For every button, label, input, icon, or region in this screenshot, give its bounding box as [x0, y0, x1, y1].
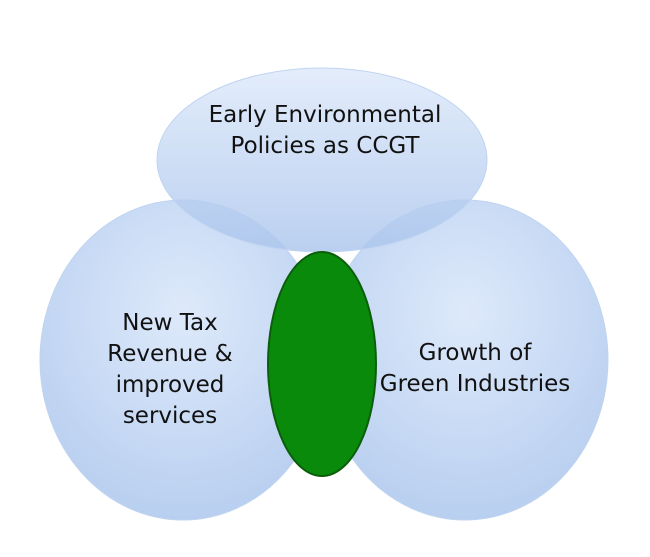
- left-circle-label-line: improved: [115, 372, 225, 398]
- top-circle-label-line: Policies as CCGT: [230, 133, 420, 159]
- left-circle-label-line: services: [122, 403, 218, 429]
- right-circle-label-line: Green Industries: [379, 371, 571, 397]
- left-circle-label: New Tax Revenue & improved services: [75, 308, 265, 432]
- left-circle-label-line: Revenue &: [107, 341, 233, 367]
- top-circle-label: Early Environmental Policies as CCGT: [160, 100, 490, 162]
- top-circle-label-line: Early Environmental: [208, 102, 442, 128]
- right-circle-label-line: Growth of: [418, 340, 532, 366]
- center-intersection-oval: [267, 251, 377, 477]
- right-circle-label: Growth of Green Industries: [370, 338, 580, 400]
- left-circle-label-line: New Tax: [122, 310, 218, 336]
